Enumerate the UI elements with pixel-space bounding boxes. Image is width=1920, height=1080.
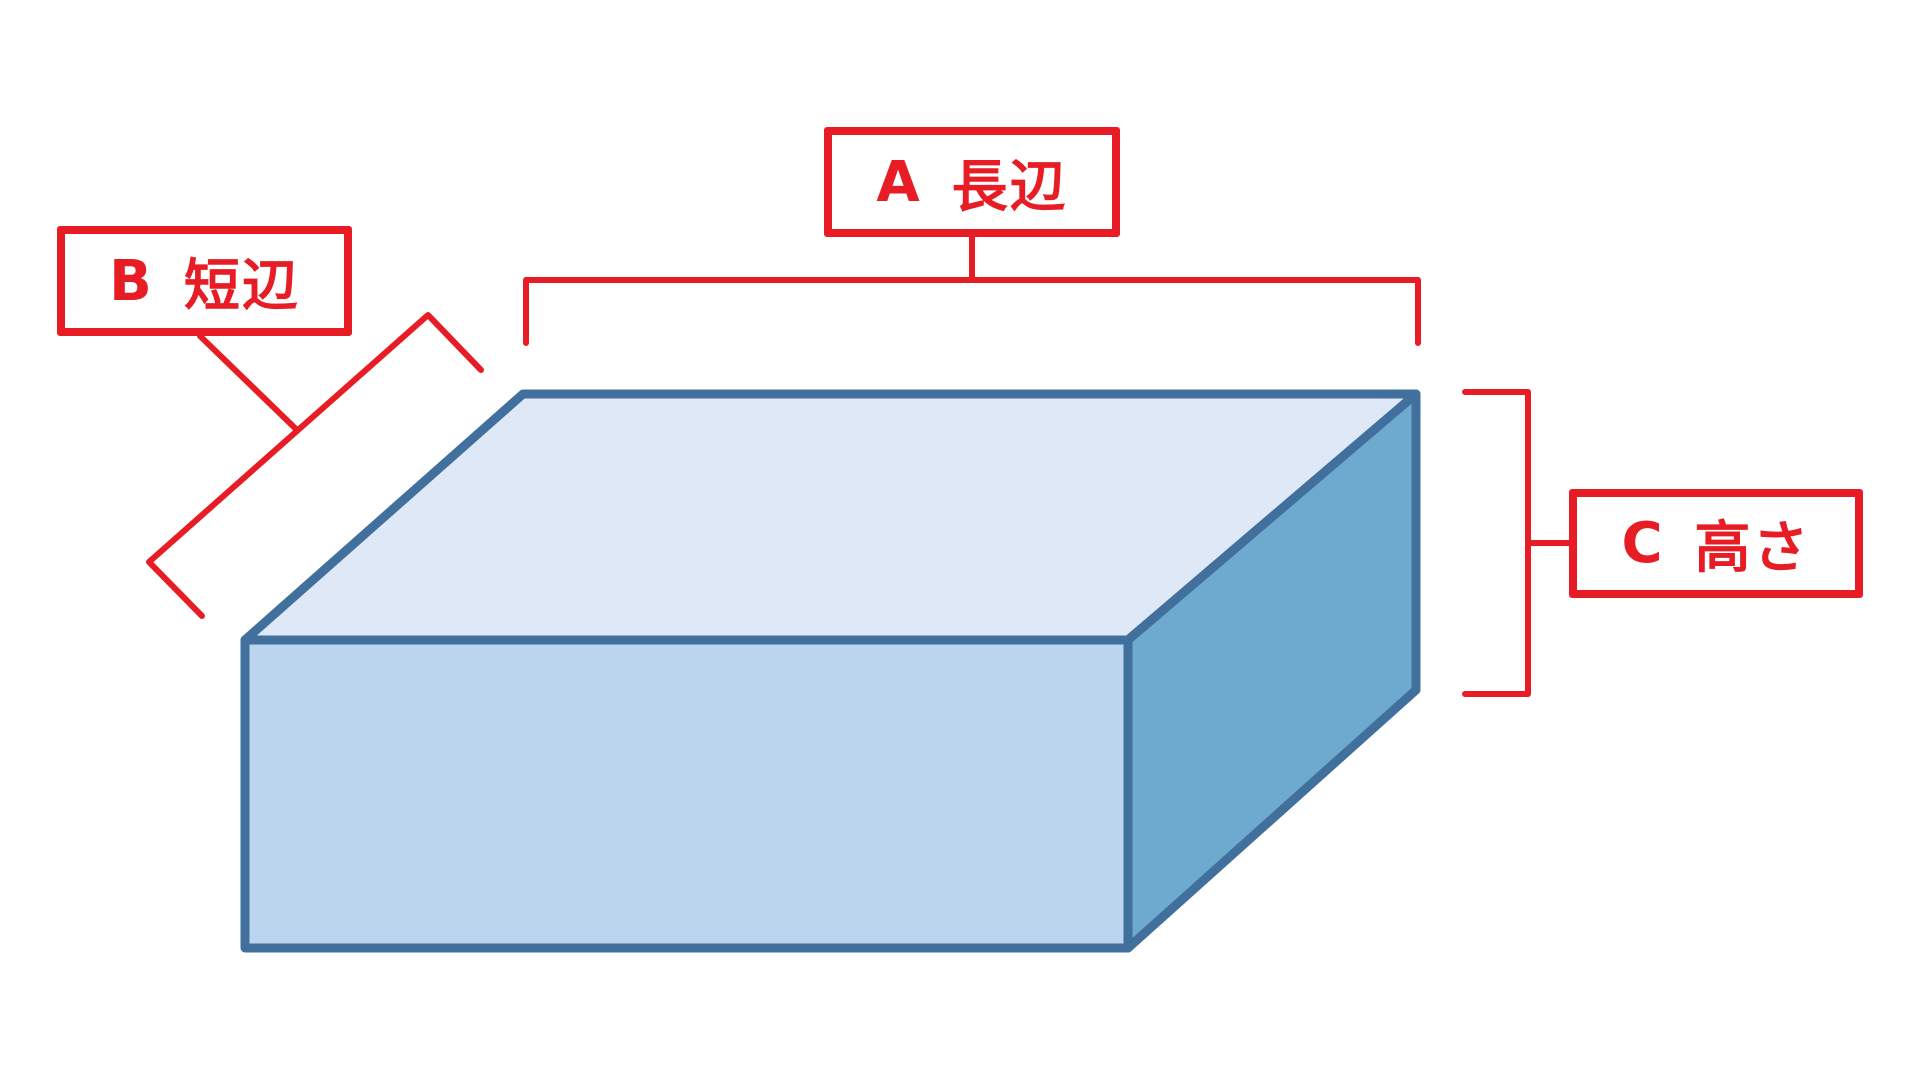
label-short-side-letter: B	[109, 248, 154, 314]
label-height: C 高さ	[1569, 489, 1863, 598]
height-bracket	[1462, 389, 1531, 697]
cuboid-front-face	[240, 635, 1133, 953]
long-side-bracket	[523, 277, 1421, 346]
label-height-letter: C	[1621, 511, 1665, 576]
label-long-side: A 長辺	[824, 127, 1120, 237]
label-long-side-letter: A	[876, 149, 922, 215]
short-side-leader	[197, 333, 300, 433]
label-short-side-text: 短辺	[183, 253, 300, 319]
short-side-bracket	[146, 312, 484, 619]
label-height-text: 高さ	[1694, 516, 1811, 581]
label-short-side: B 短辺	[57, 226, 352, 336]
label-long-side-text: 長辺	[951, 154, 1068, 220]
cuboid	[240, 389, 1421, 953]
